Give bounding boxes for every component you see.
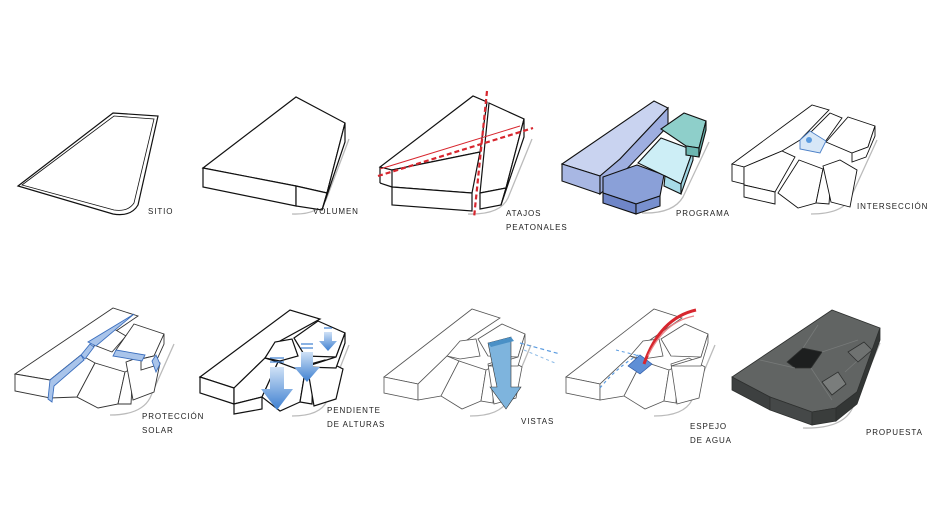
step-proteccion-drawing: [13, 307, 175, 416]
label-proteccion-solar: PROTECCIÓN SOLAR: [142, 412, 205, 435]
label-propuesta: PROPUESTA: [866, 428, 923, 437]
label-vistas: VISTAS: [521, 417, 555, 426]
label-espejo-de-agua: ESPEJO DE AGUA: [690, 422, 732, 445]
height-gradient-arrows: [261, 332, 337, 410]
water-mirror: [599, 308, 697, 389]
label-atajos-peatonales: ATAJOS PEATONALES: [506, 209, 568, 232]
step-propuesta-drawing: [731, 309, 881, 429]
step-programa-drawing: [560, 100, 710, 215]
step-interseccion-drawing: [730, 104, 878, 215]
label-sitio: SITIO: [148, 207, 174, 216]
step-volumen-drawing: [201, 96, 350, 215]
step-atajos-drawing: [378, 95, 533, 215]
step-sitio-drawing: [16, 112, 159, 216]
view-arrow: [487, 336, 561, 410]
label-volumen: VOLUMEN: [313, 207, 359, 216]
pedestrian-shortcut-paths: [377, 90, 534, 219]
label-programa: PROGRAMA: [676, 209, 730, 218]
arrow-dash-marks: [270, 327, 332, 363]
label-interseccion: INTERSECCIÓN: [857, 202, 927, 211]
label-pendiente-de-alturas: PENDIENTE DE ALTURAS: [327, 406, 386, 429]
